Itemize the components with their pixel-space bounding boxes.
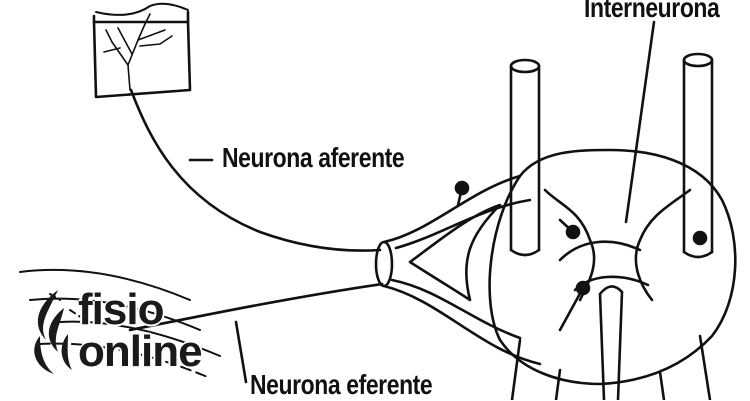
skin-receptor xyxy=(92,2,192,99)
efferent-neuron-label: Neurona eferente xyxy=(250,369,433,400)
afferent-axon xyxy=(129,88,382,252)
dorsal-root-ganglion xyxy=(374,174,542,366)
afferent-neuron-label: Neurona aferente xyxy=(222,142,405,173)
spinal-cord xyxy=(488,148,737,400)
logo-text-online: online xyxy=(78,327,203,376)
interneuron-label: Interneurona xyxy=(584,0,720,23)
efferent-leader xyxy=(234,320,248,384)
efferent-axon xyxy=(128,282,384,332)
muscle-fibers xyxy=(19,268,221,379)
fisio-online-logo: fisio online xyxy=(28,288,238,378)
flame-icon xyxy=(34,290,72,374)
logo-text-fisio: fisio xyxy=(78,285,164,334)
spinal-root-right xyxy=(682,52,714,259)
spinal-root-left xyxy=(509,58,541,257)
interneuron-leader xyxy=(624,20,656,224)
